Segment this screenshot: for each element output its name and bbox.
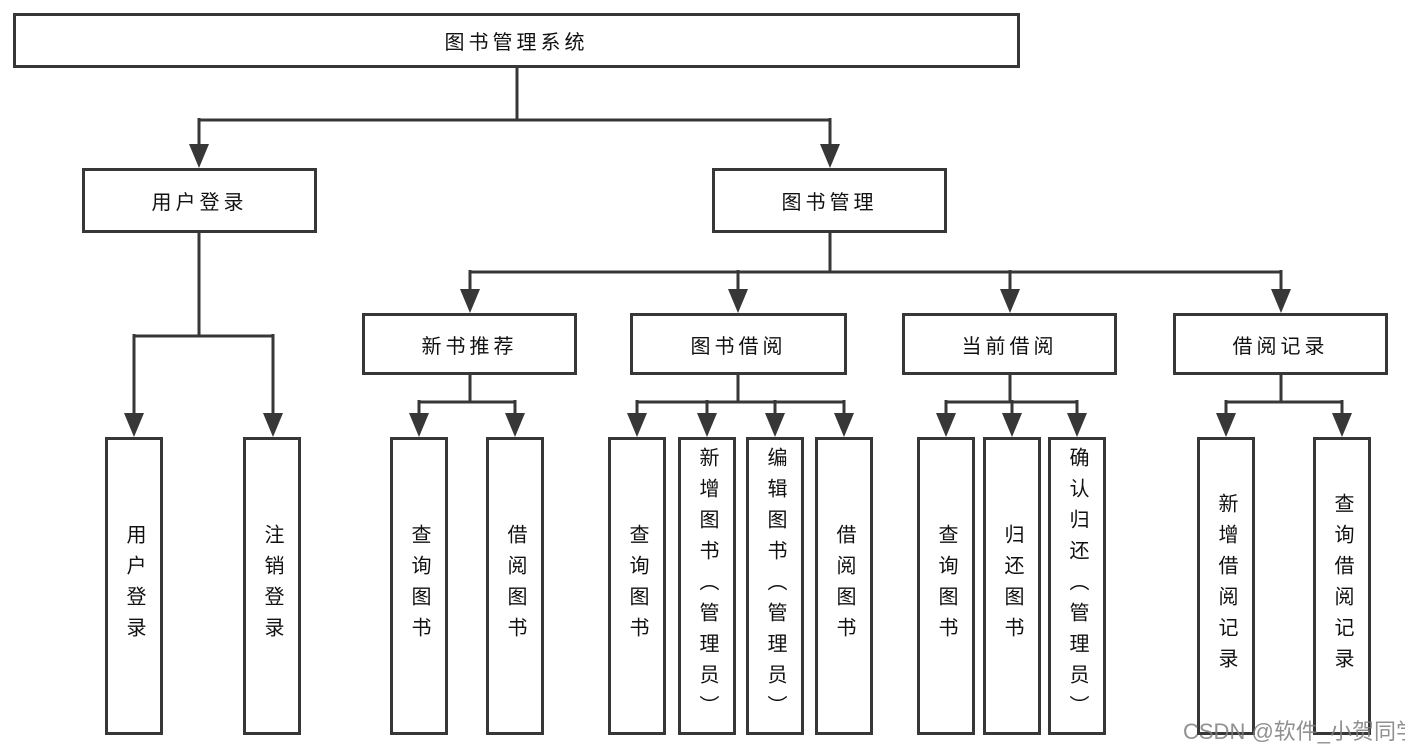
node-root: 图书管理系统 [13,13,1020,68]
arrow-down-icon [409,413,429,437]
node-leaf-cb-query-books-label: 查询图书 [935,524,957,648]
node-user-login: 用户登录 [82,168,317,233]
arrow-down-icon [1002,413,1022,437]
node-borrowing-records: 借阅记录 [1173,313,1388,375]
arrow-down-icon [820,144,840,168]
arrow-down-icon [728,289,748,313]
arrow-down-icon [1332,413,1352,437]
node-new-book-recommend: 新书推荐 [362,313,577,375]
node-root-label: 图书管理系统 [444,32,589,54]
arrow-down-icon [697,413,717,437]
arrow-down-icon [263,413,283,437]
arrow-down-icon [834,413,854,437]
connector-lines [132,68,1344,415]
node-leaf-cb-return-books: 归还图书 [983,437,1041,735]
node-leaf-cb-confirm-return-admin-label: 确认归还（管理员） [1066,447,1088,726]
node-leaf-br-query-record-label: 查询借阅记录 [1331,493,1353,679]
node-leaf-cb-confirm-return-admin: 确认归还（管理员） [1048,437,1106,735]
node-book-management: 图书管理 [712,168,947,233]
node-leaf-bb-add-books-admin-label: 新增图书（管理员） [696,447,718,726]
node-book-management-label: 图书管理 [781,192,878,214]
node-leaf-nb-query-books: 查询图书 [390,437,448,735]
arrow-down-icon [460,289,480,313]
node-user-login-label: 用户登录 [151,192,248,214]
arrowheads [124,144,1352,437]
arrow-down-icon [765,413,785,437]
arrow-down-icon [936,413,956,437]
arrow-down-icon [505,413,525,437]
node-leaf-bb-add-books-admin: 新增图书（管理员） [678,437,736,735]
node-leaf-nb-borrow-books: 借阅图书 [486,437,544,735]
node-leaf-bb-query-books-label: 查询图书 [626,524,648,648]
node-book-borrowing-label: 图书借阅 [690,335,787,358]
node-leaf-bb-borrow-books-label: 借阅图书 [833,524,855,648]
node-leaf-nb-query-books-label: 查询图书 [408,524,430,648]
arrow-down-icon [627,413,647,437]
node-leaf-user-login-label: 用户登录 [123,524,145,648]
arrow-down-icon [1067,413,1087,437]
node-new-book-recommend-label: 新书推荐 [421,335,518,358]
node-leaf-bb-edit-books-admin-label: 编辑图书（管理员） [764,447,786,726]
arrow-down-icon [1216,413,1236,437]
node-leaf-logout: 注销登录 [243,437,301,735]
node-leaf-bb-edit-books-admin: 编辑图书（管理员） [746,437,804,735]
node-leaf-bb-query-books: 查询图书 [608,437,666,735]
arrow-down-icon [189,144,209,168]
node-leaf-cb-query-books: 查询图书 [917,437,975,735]
node-leaf-br-add-record: 新增借阅记录 [1197,437,1255,735]
node-leaf-bb-borrow-books: 借阅图书 [815,437,873,735]
node-current-borrowing: 当前借阅 [902,313,1117,375]
arrow-down-icon [1000,289,1020,313]
node-leaf-user-login: 用户登录 [105,437,163,735]
arrow-down-icon [1271,289,1291,313]
arrow-down-icon [124,413,144,437]
watermark: CSDN @软件_小贺同学 [1183,719,1405,744]
node-leaf-br-query-record: 查询借阅记录 [1313,437,1371,735]
node-leaf-cb-return-books-label: 归还图书 [1001,524,1023,648]
node-book-borrowing: 图书借阅 [630,313,847,375]
node-borrowing-records-label: 借阅记录 [1232,335,1329,358]
node-leaf-nb-borrow-books-label: 借阅图书 [504,524,526,648]
node-leaf-br-add-record-label: 新增借阅记录 [1215,493,1237,679]
node-leaf-logout-label: 注销登录 [261,524,283,648]
node-current-borrowing-label: 当前借阅 [961,335,1058,358]
